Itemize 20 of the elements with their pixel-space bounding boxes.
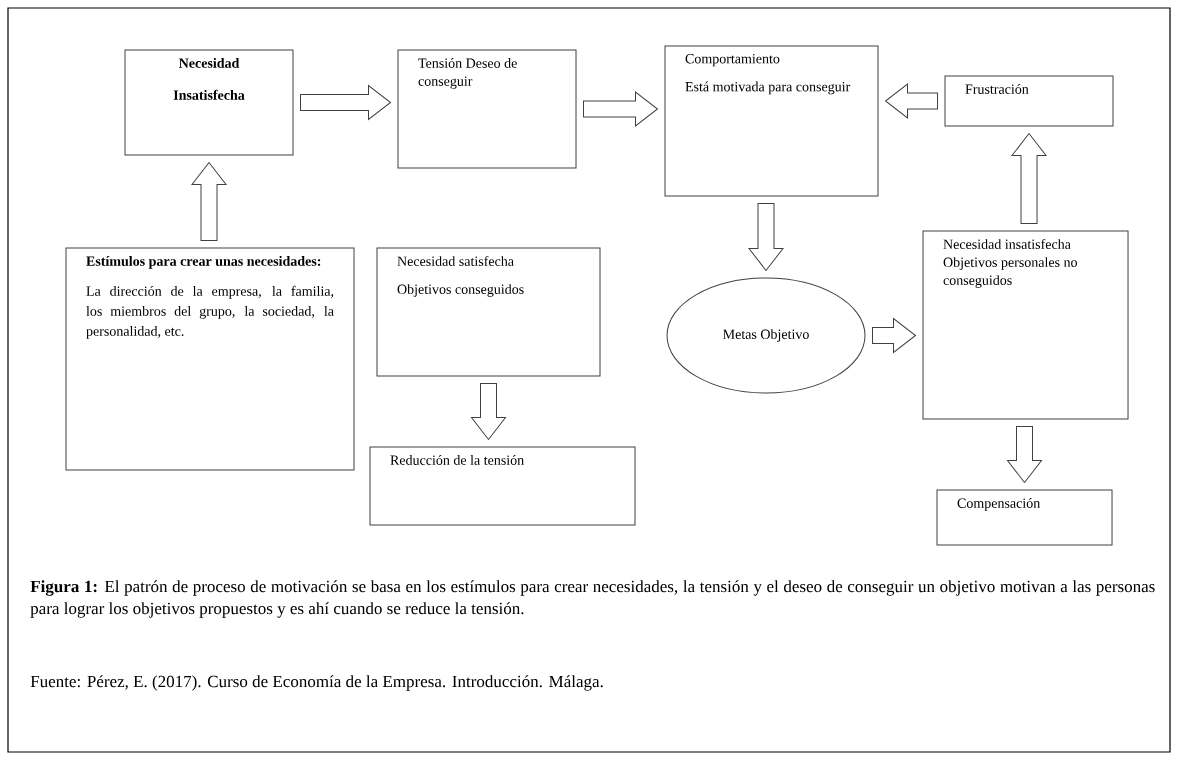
block-arrow (1007, 426, 1042, 483)
caption: Figura 1: El patrón de proceso de motivación se basa en los estímulos para crear necesidades, la tensión y el deseo de conseguir un objetivo motivan a las personas para lograr los objetivos propuestos y es ahí cuando se reduce la tensión. (30, 580, 1155, 618)
process-box: Frustración (944, 75, 1114, 127)
process-box: Reducción de la tensión (369, 446, 636, 526)
process-box: Necesidad satisfecha Objetivos conseguidos (376, 247, 601, 377)
block-arrow (885, 83, 938, 119)
block-arrow (471, 383, 506, 440)
block-arrow (300, 85, 391, 120)
block-arrow (748, 203, 784, 271)
process-box: Necesidad Insatisfecha (124, 49, 294, 156)
process-box: Compensación (936, 489, 1113, 546)
block-arrow (583, 91, 658, 127)
process-box: Necesidad insatisfecha Objetivos personales no conseguidos (922, 230, 1129, 420)
process-box: Comportamiento Está motivada para conseguir (664, 45, 879, 197)
block-arrow (191, 162, 227, 241)
block-arrow (872, 318, 916, 353)
block-arrow (1011, 133, 1047, 224)
process-box: Estímulos para crear unas necesidades: La dirección de la empresa, la familia, los miembros del grupo, la sociedad, la personalidad, etc. (65, 247, 355, 471)
process-box: Tensión Deseo de conseguir (397, 49, 577, 169)
source-note: Fuente: Pérez, E. (2017). Curso de Economía de la Empresa. Introducción. Málaga. (30, 675, 603, 691)
